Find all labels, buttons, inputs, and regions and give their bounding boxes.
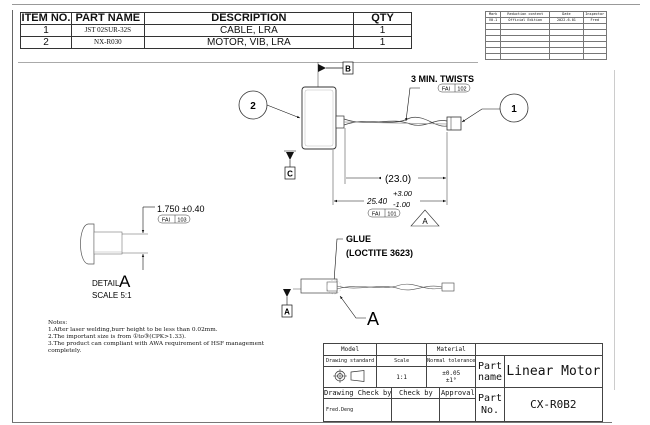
svg-text:SCALE 5:1: SCALE 5:1 [92,291,132,300]
twisted-wires [343,116,448,127]
model-value [376,343,428,356]
material-label: Material [426,343,477,356]
dimension-23: (23.0) [344,128,448,205]
description: MOTOR, VIB, LRA [143,36,355,49]
tolerance-value: ±0.05±1° [426,366,477,388]
svg-text:A: A [367,309,379,329]
frame-top [12,4,640,5]
bom-frame-bottom [18,62,478,63]
frame-right [614,70,615,390]
bom-row: 1 JST 02SUR-32S CABLE, LRA 1 [20,24,412,37]
checked-by [391,398,441,422]
projection-symbol-icon [322,366,378,388]
drawing-check-label: Drawing Check by [322,387,393,399]
note-line: 2.The important size is from ①to③(CPK>1.… [48,334,187,340]
part-no-value: CX-R0B2 [503,387,604,422]
svg-text:1.750 ±0.40: 1.750 ±0.40 [157,204,204,214]
svg-text:102: 102 [457,87,466,93]
note-line: 1.After laser welding,burr height to be … [48,327,218,333]
svg-text:FAI: FAI [162,218,171,224]
note-line: 3.The product can compliant with AWA req… [48,341,265,347]
balloon-2: 2 [238,90,301,120]
part-name-value: Linear Motor [503,355,604,388]
scale-label: Scale [376,355,428,367]
check-by-label: Check by [391,387,441,399]
bill-of-materials: ITEM NO. PART NAME DESCRIPTION QTY 1 JST… [20,12,412,49]
svg-text:2: 2 [250,101,256,112]
svg-text:(23.0): (23.0) [385,174,411,185]
datum-c: C [284,150,296,180]
svg-text:25.40: 25.40 [366,197,388,206]
svg-text:A: A [422,217,428,226]
svg-text:103: 103 [177,218,186,224]
motor-body [301,86,345,150]
drawing-standard-label: Drawing standard [322,355,378,367]
side-view: GLUE (LOCTITE 3623) A A [281,234,455,329]
svg-text:DETAIL: DETAIL [92,279,120,288]
svg-text:GLUE: GLUE [346,234,371,244]
svg-text:1: 1 [511,104,517,115]
material-value [475,343,603,356]
svg-text:FAI: FAI [372,212,381,218]
frame-bottom [12,422,612,423]
detail-a-view: 1.750 ±0.40 FAI 103 DETAIL A SCALE 5:1 [80,204,204,300]
balloon-1: 1 [461,93,529,123]
approval-label: Approval [439,387,477,399]
drawn-by: Fred.Deng [322,398,393,422]
connector [446,116,462,131]
revision-table: Mark Reduction content Date Inspector V0… [484,11,607,60]
svg-text:3 MIN. TWISTS: 3 MIN. TWISTS [411,74,474,84]
model-label: Model [322,343,378,356]
qty: 1 [353,36,412,49]
scale-value: 1:1 [376,366,428,388]
item-no: 2 [20,36,72,49]
svg-text:-1.00: -1.00 [393,200,411,209]
bom-row: 2 NX-R030 MOTOR, VIB, LRA 1 [20,36,412,49]
svg-text:B: B [345,65,351,74]
svg-text:C: C [287,170,293,179]
svg-text:101: 101 [387,212,396,218]
svg-text:(LOCTITE 3623): (LOCTITE 3623) [346,248,413,258]
svg-text:FAI: FAI [442,87,451,93]
dimension-25-40: 25.40 +3.00 -1.00 FAI 101 A [332,150,446,227]
svg-text:+3.00: +3.00 [393,189,413,198]
tolerance-label: Normal tolerance [426,355,477,367]
notes-title: Notes: [48,320,68,326]
frame-left [12,10,13,422]
svg-text:A: A [284,308,290,317]
svg-text:A: A [119,272,131,291]
note-line: completely. [48,348,82,354]
approved-by [439,398,477,422]
title-block: Model Material Drawing standard Scale No… [322,343,604,422]
twists-note: 3 MIN. TWISTS FAI 102 [405,74,474,122]
datum-b: B [317,61,354,88]
